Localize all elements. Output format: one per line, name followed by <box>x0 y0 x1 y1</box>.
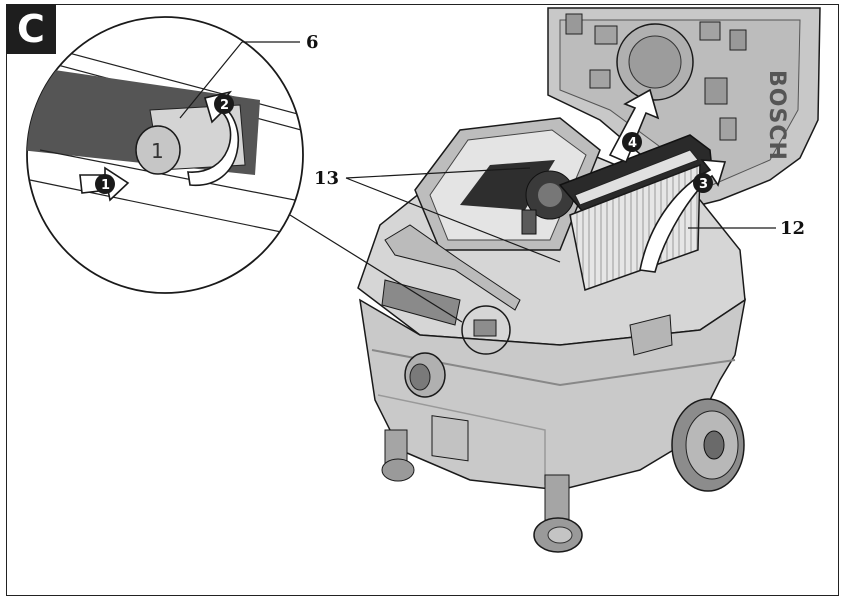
rotate-arrow-icon <box>187 90 240 186</box>
release-button-highlight <box>461 305 511 355</box>
lift-arrow-icon <box>608 88 660 164</box>
callout-label-13: 13 <box>314 168 339 189</box>
svg-text:3: 3 <box>699 177 708 192</box>
pleated-filter <box>558 134 713 291</box>
caster-front-right <box>533 474 583 553</box>
tilt-arrow-icon <box>639 159 727 273</box>
callout-line-13-b <box>345 177 561 263</box>
panel-letter-badge: C <box>6 4 56 54</box>
caster-front-left <box>381 429 415 482</box>
step-marker-2: 2 <box>214 94 234 114</box>
step-marker-3: 3 <box>693 173 713 193</box>
callout-line-6 <box>179 41 243 119</box>
callout-label-12: 12 <box>780 218 805 239</box>
svg-text:1: 1 <box>101 178 110 193</box>
zoom-leader-line <box>289 214 463 323</box>
step-marker-4: 4 <box>622 132 642 152</box>
vacuum-canister <box>359 298 747 491</box>
release-button <box>135 125 181 175</box>
figure-frame <box>6 4 839 596</box>
zoom-detail: 1 <box>26 16 304 294</box>
brand-logo-text: BOSCH <box>764 70 789 161</box>
release-button-number: 1 <box>151 139 164 163</box>
callout-label-6: 6 <box>306 32 319 53</box>
step-marker-1: 1 <box>95 174 115 194</box>
vacuum-lid: BOSCH <box>547 7 821 206</box>
wheel-large <box>671 398 745 492</box>
svg-text:4: 4 <box>628 136 637 151</box>
callout-line-13-a <box>345 167 531 179</box>
svg-text:2: 2 <box>220 98 229 113</box>
